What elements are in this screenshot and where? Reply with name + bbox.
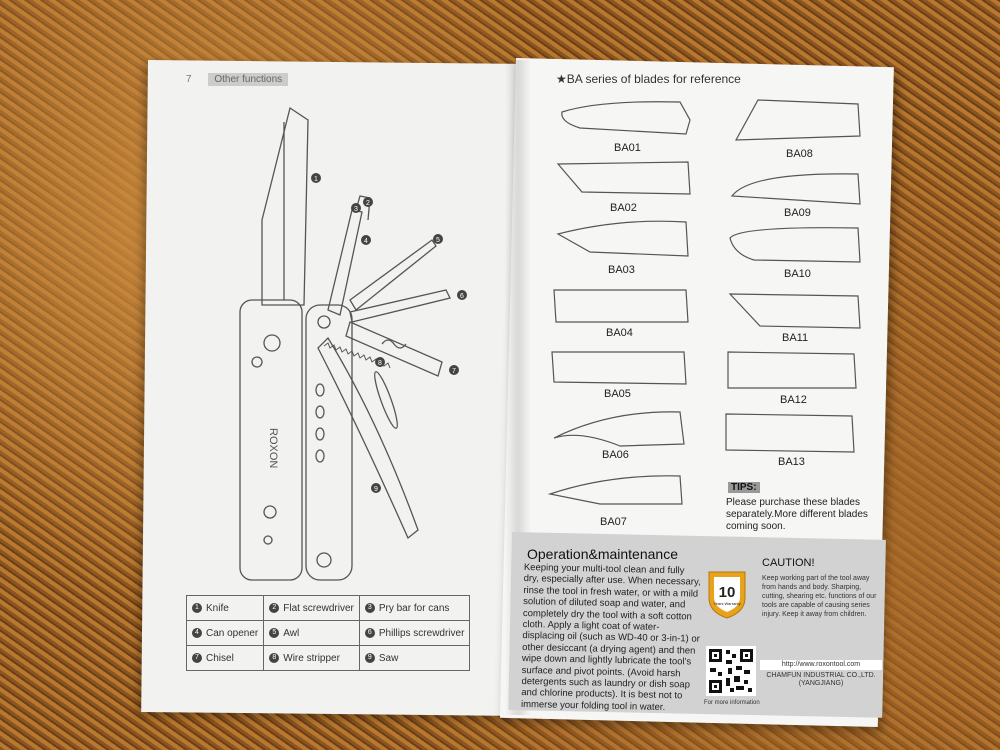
legend-number-badge: 9 [364, 652, 375, 663]
warranty-number: 10 [719, 584, 736, 601]
blade-label-ba08: BA08 [786, 148, 813, 160]
legend-label: Can opener [206, 627, 259, 639]
legend-cell: 4 Can opener [185, 620, 265, 646]
blade-ba13-shape [725, 413, 855, 453]
tips-text: Please purchase these blades separately.… [726, 497, 868, 532]
legend-label: Knife [206, 602, 229, 614]
blade-ba01-shape [561, 101, 691, 135]
callout-5: 5 [436, 237, 440, 244]
blade-ba07-shape [547, 475, 683, 505]
callout-9: 9 [374, 486, 378, 493]
callout-2: 2 [366, 200, 370, 207]
page-number: 7 [186, 74, 192, 85]
caution-title: CAUTION! [762, 557, 815, 569]
blade-label-ba06: BA06 [602, 449, 629, 461]
blade-label-ba12: BA12 [780, 394, 807, 406]
multitool-illustration: ROXON 1 3 2 5 6 8 7 9 4 [239, 106, 467, 581]
callout-3: 3 [354, 206, 358, 213]
legend-number-badge: 7 [192, 652, 202, 663]
blade-label-ba03: BA03 [608, 264, 635, 276]
callout-8: 8 [378, 360, 382, 367]
blade-reference-drawings [547, 99, 861, 505]
blade-ba05-shape [551, 351, 687, 385]
legend-number-badge: 2 [269, 602, 280, 613]
blade-ba09-shape [730, 173, 861, 205]
legend-number-badge: 6 [364, 627, 375, 638]
company-city: (YANGJIANG) [798, 680, 844, 687]
blade-label-ba09: BA09 [784, 207, 811, 219]
legend-label: Pry bar for cans [378, 602, 450, 614]
blade-ba12-shape [727, 351, 857, 389]
blade-label-ba01: BA01 [614, 142, 641, 154]
blade-label-ba13: BA13 [778, 456, 805, 468]
blade-ba03-shape [556, 220, 689, 257]
qr-code-icon [706, 646, 756, 696]
legend-number-badge: 5 [269, 627, 280, 638]
legend-cell: 1 Knife [185, 595, 265, 621]
blade-label-ba04: BA04 [606, 327, 633, 339]
legend-label: Chisel [206, 652, 234, 664]
website-url: http://www.roxontool.com [760, 660, 882, 670]
blade-label-ba05: BA05 [604, 388, 631, 400]
warranty-badge-icon: 10 Years Warranty [708, 571, 746, 619]
legend-number-badge: 1 [192, 602, 202, 613]
legend-label: Phillips screwdriver [378, 627, 465, 639]
legend-number-badge: 8 [269, 652, 280, 663]
blade-ba06-shape [553, 411, 685, 447]
legend-number-badge: 4 [192, 627, 202, 638]
operation-text: Keeping your multi-tool clean and fully … [520, 562, 701, 713]
blade-ba11-shape [728, 293, 861, 329]
blade-label-ba11: BA11 [782, 332, 809, 344]
blade-ba04-shape [553, 289, 689, 323]
company-name: CHAMFUN INDUSTRIAL CO.,LTD. [766, 672, 876, 679]
legend-cell: 7 Chisel [185, 645, 265, 671]
callout-6: 6 [460, 293, 464, 300]
caution-text: Keep working part of the tool away from … [762, 575, 877, 618]
left-page-header: 7 Other functions [186, 73, 289, 86]
blade-ba02-shape [556, 161, 691, 195]
callout-1: 1 [314, 176, 318, 183]
blade-label-ba07: BA07 [600, 516, 627, 528]
handle-brand-text: ROXON [267, 428, 279, 468]
legend-label: Wire stripper [283, 652, 340, 664]
qr-caption: For more information [704, 700, 760, 706]
legend-label: Awl [283, 627, 300, 639]
left-section-title: Other functions [208, 73, 289, 86]
blade-label-ba02: BA02 [610, 202, 637, 214]
legend-label: Saw [378, 652, 399, 664]
tips-title: TIPS: [728, 482, 760, 493]
legend-label: Flat screwdriver [283, 602, 354, 614]
warranty-label: Years Warranty [713, 601, 740, 606]
callout-7: 7 [452, 368, 456, 375]
callout-4: 4 [364, 238, 368, 245]
left-handle-drawing [239, 299, 303, 581]
blade-ba10-shape [729, 227, 861, 263]
contact-block: http://www.roxontool.com CHAMFUN INDUSTR… [760, 660, 882, 688]
legend-number-badge: 3 [364, 602, 375, 613]
operation-title: Operation&maintenance [527, 546, 678, 562]
right-section-title: ★BA series of blades for reference [556, 72, 741, 86]
blade-ba08-shape [734, 99, 861, 141]
knife-blade-drawing [261, 106, 309, 306]
blade-label-ba10: BA10 [784, 268, 811, 280]
